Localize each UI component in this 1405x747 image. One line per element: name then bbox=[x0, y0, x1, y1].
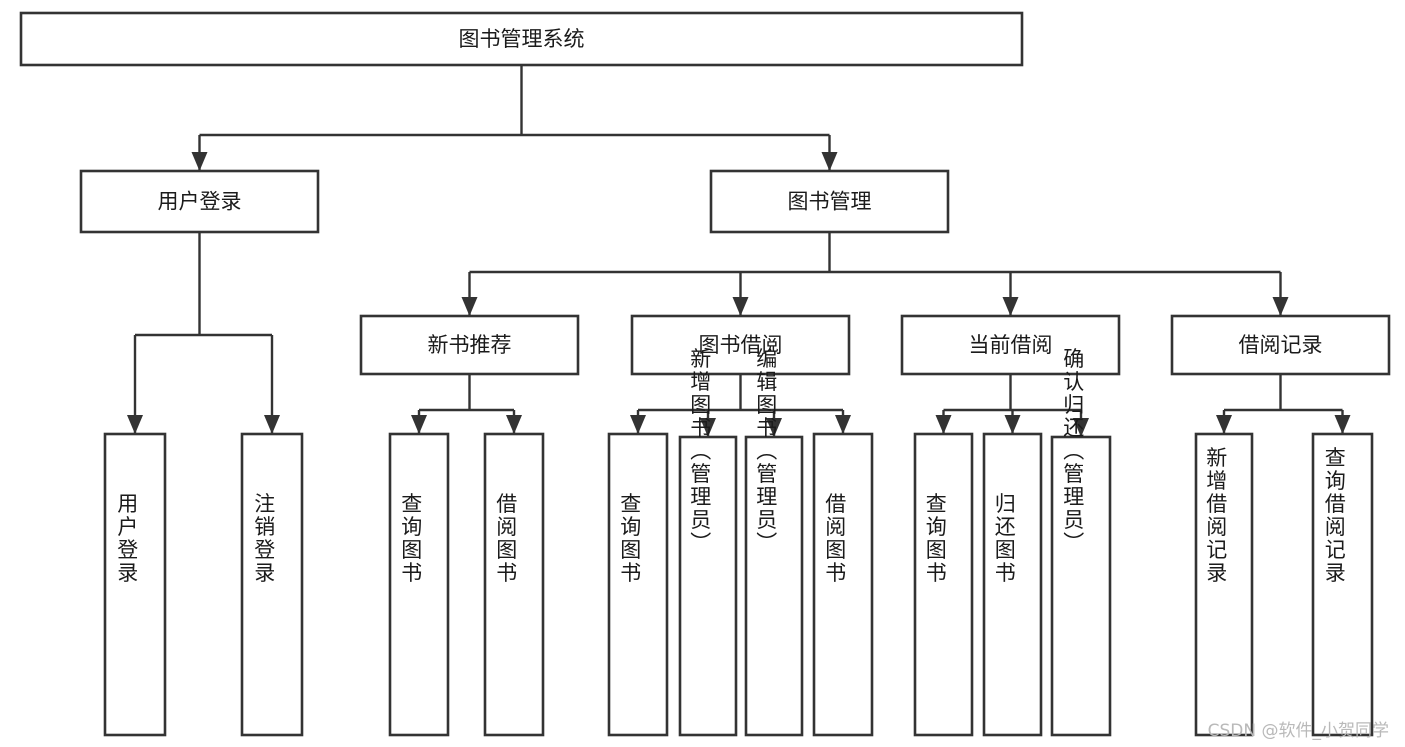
node-box[interactable] bbox=[744, 435, 804, 737]
node-box[interactable] bbox=[709, 169, 950, 234]
arrow-head-icon bbox=[821, 152, 838, 171]
node-l3_9[interactable]: 归还图书 bbox=[982, 432, 1043, 737]
node-box[interactable] bbox=[900, 314, 1121, 376]
node-root[interactable]: 图书管理系统 bbox=[19, 11, 1024, 67]
node-label: 图书管理系统 bbox=[459, 27, 585, 51]
node-label: 当前借阅 bbox=[969, 333, 1053, 357]
arrow-head-icon bbox=[630, 415, 646, 434]
node-box[interactable] bbox=[1050, 435, 1112, 737]
node-l3_4[interactable]: 查询图书 bbox=[607, 432, 669, 737]
node-label: 确认归还（管理员） bbox=[1061, 348, 1085, 555]
arrow-head-icon bbox=[766, 418, 782, 437]
node-l2_3[interactable]: 借阅记录 bbox=[1170, 314, 1391, 376]
node-box[interactable] bbox=[1170, 314, 1391, 376]
node-l3_7[interactable]: 借阅图书 bbox=[812, 432, 874, 737]
node-label: 图书借阅 bbox=[699, 333, 783, 357]
node-box[interactable] bbox=[607, 432, 669, 737]
node-label: 用户登录 bbox=[115, 493, 139, 585]
arrow-head-icon bbox=[461, 297, 478, 316]
node-l3_12[interactable]: 查询借阅记录 bbox=[1311, 432, 1374, 737]
arrow-head-icon bbox=[1073, 418, 1089, 437]
arrow-head-icon bbox=[835, 415, 851, 434]
node-box[interactable] bbox=[678, 435, 738, 737]
node-l3_5[interactable]: 新增图书（管理员） bbox=[678, 348, 738, 737]
node-label: 查询借阅记录 bbox=[1322, 447, 1346, 585]
arrow-head-icon bbox=[1002, 297, 1019, 316]
node-l3_6[interactable]: 编辑图书（管理员） bbox=[744, 348, 804, 737]
node-label: 用户登录 bbox=[158, 190, 242, 214]
node-l3_0[interactable]: 用户登录 bbox=[103, 432, 167, 737]
node-l3_11[interactable]: 新增借阅记录 bbox=[1194, 432, 1254, 737]
node-box[interactable] bbox=[19, 11, 1024, 67]
node-box[interactable] bbox=[1311, 432, 1374, 737]
node-l1_0[interactable]: 用户登录 bbox=[79, 169, 320, 234]
node-l3_2[interactable]: 查询图书 bbox=[388, 432, 450, 737]
arrow-head-icon bbox=[127, 415, 143, 434]
node-box[interactable] bbox=[388, 432, 450, 737]
node-box[interactable] bbox=[982, 432, 1043, 737]
node-layer: 图书管理系统用户登录图书管理新书推荐图书借阅当前借阅借阅记录用户登录注销登录查询… bbox=[19, 11, 1391, 737]
node-l2_0[interactable]: 新书推荐 bbox=[359, 314, 580, 376]
node-box[interactable] bbox=[630, 314, 851, 376]
node-l3_3[interactable]: 借阅图书 bbox=[483, 432, 545, 737]
node-box[interactable] bbox=[240, 432, 304, 737]
arrow-head-icon bbox=[1272, 297, 1289, 316]
node-l1_1[interactable]: 图书管理 bbox=[709, 169, 950, 234]
node-box[interactable] bbox=[103, 432, 167, 737]
node-label: 编辑图书（管理员） bbox=[754, 348, 778, 555]
arrow-head-icon bbox=[411, 415, 427, 434]
arrow-head-icon bbox=[506, 415, 522, 434]
node-box[interactable] bbox=[483, 432, 545, 737]
node-l2_1[interactable]: 图书借阅 bbox=[630, 314, 851, 376]
node-label: 查询图书 bbox=[923, 493, 947, 585]
node-box[interactable] bbox=[1194, 432, 1254, 737]
node-box[interactable] bbox=[913, 432, 974, 737]
node-label: 注销登录 bbox=[252, 493, 276, 585]
node-label: 归还图书 bbox=[992, 493, 1016, 585]
arrow-head-icon bbox=[700, 418, 716, 437]
node-box[interactable] bbox=[812, 432, 874, 737]
node-label: 新增图书（管理员） bbox=[688, 348, 712, 555]
arrow-head-icon bbox=[1216, 415, 1232, 434]
node-label: 借阅图书 bbox=[494, 493, 518, 585]
node-label: 查询图书 bbox=[618, 493, 642, 585]
arrow-head-icon bbox=[264, 415, 280, 434]
arrow-head-icon bbox=[1334, 415, 1351, 434]
node-label: 新书推荐 bbox=[428, 333, 512, 357]
node-label: 查询图书 bbox=[399, 493, 423, 585]
node-box[interactable] bbox=[79, 169, 320, 234]
edge-layer bbox=[127, 65, 1351, 437]
arrow-head-icon bbox=[935, 415, 952, 434]
node-l2_2[interactable]: 当前借阅 bbox=[900, 314, 1121, 376]
node-label: 图书管理 bbox=[788, 190, 872, 214]
node-label: 借阅图书 bbox=[823, 493, 847, 585]
arrow-head-icon bbox=[1004, 415, 1021, 434]
node-l3_10[interactable]: 确认归还（管理员） bbox=[1050, 348, 1112, 737]
node-label: 借阅记录 bbox=[1239, 333, 1323, 357]
node-label: 新增借阅记录 bbox=[1204, 447, 1228, 585]
arrow-head-icon bbox=[191, 152, 208, 171]
node-l3_8[interactable]: 查询图书 bbox=[913, 432, 974, 737]
node-l3_1[interactable]: 注销登录 bbox=[240, 432, 304, 737]
arrow-head-icon bbox=[732, 297, 749, 316]
node-box[interactable] bbox=[359, 314, 580, 376]
